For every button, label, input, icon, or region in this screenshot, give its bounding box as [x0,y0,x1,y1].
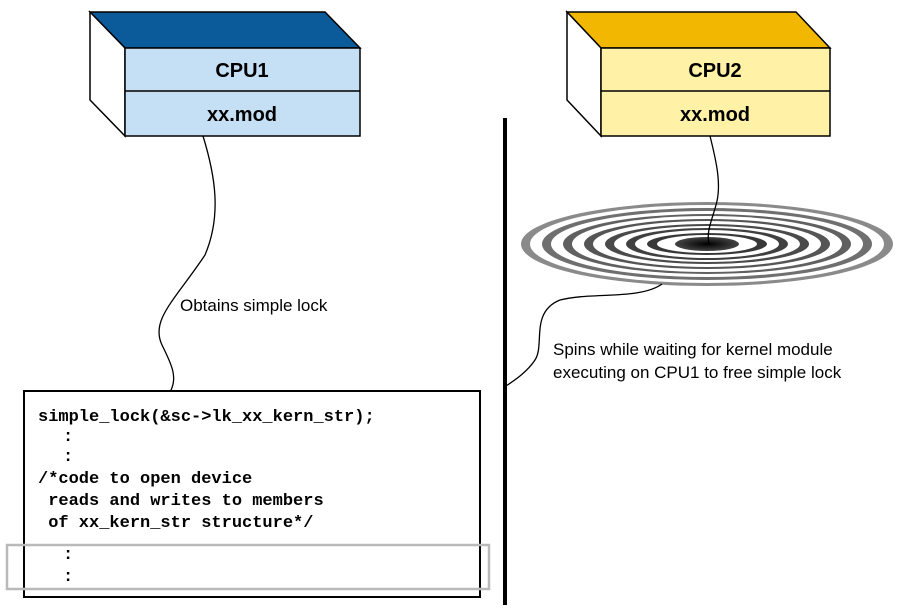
cpu2-box-front [600,47,831,137]
cpu2-box: CPU2 xx.mod [565,10,832,138]
code-line-8: : [63,568,73,587]
code-line-2: : [63,428,73,447]
code-line-5: reads and writes to members [38,492,324,511]
code-line-7: : [63,546,73,565]
cpu2-box-top [565,11,832,49]
vortex-connector [505,283,663,387]
code-line-4: /*code to open device [38,470,252,489]
cpu2-module-label: xx.mod [680,104,750,126]
cpu1-box: CPU1 xx.mod [88,10,362,138]
code-box: simple_lock(&sc->lk_xx_kern_str); : : /*… [5,390,491,598]
vortex-core [675,237,739,251]
code-box-frame [23,390,481,598]
cpu1-connector [158,135,216,393]
cpu1-box-top [88,11,362,49]
cpu1-module-label: xx.mod [207,104,277,126]
cpu2-connector [707,135,720,245]
cpu2-annotation-line2: executing on CPU1 to free simple lock [553,363,842,382]
cpu1-label: CPU1 [215,60,268,82]
cpu1-box-front [124,47,361,137]
cpu2-annotation-line1: Spins while waiting for kernel module [553,340,833,359]
spin-vortex [521,202,893,286]
code-line-6: of xx_kern_str structure*/ [38,514,313,533]
code-highlight-box [5,543,491,591]
code-line-3: : [63,448,73,467]
code-line-1: simple_lock(&sc->lk_xx_kern_str); [38,408,375,427]
cpu2-label: CPU2 [688,60,741,82]
cpu1-annotation: Obtains simple lock [180,296,328,315]
